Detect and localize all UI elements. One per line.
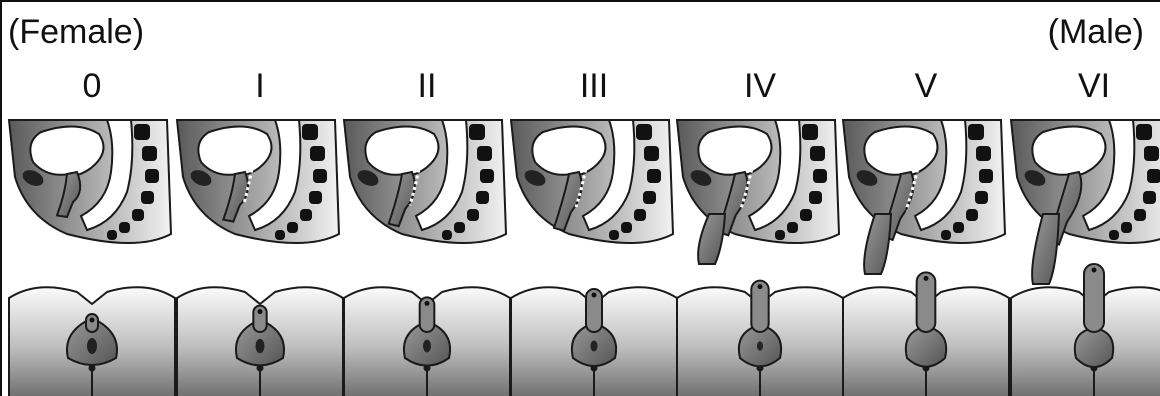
sagittal-view-stage-iii	[511, 120, 673, 243]
external-view-stage-iv	[677, 281, 843, 396]
sagittal-view-stage-vi	[1011, 120, 1160, 284]
sagittal-view-stage-v	[843, 120, 1005, 274]
external-view-stage-i	[177, 287, 343, 396]
external-view-stage-iii	[511, 287, 677, 396]
sagittal-view-stage-iv	[677, 120, 839, 264]
sagittal-view-stage-0	[9, 120, 171, 243]
sagittal-view-stage-i	[177, 120, 339, 243]
external-view-stage-v	[843, 272, 1009, 396]
sagittal-view-stage-ii	[344, 120, 506, 243]
external-view-stage-ii	[344, 287, 510, 396]
external-view-stage-0	[9, 287, 175, 396]
